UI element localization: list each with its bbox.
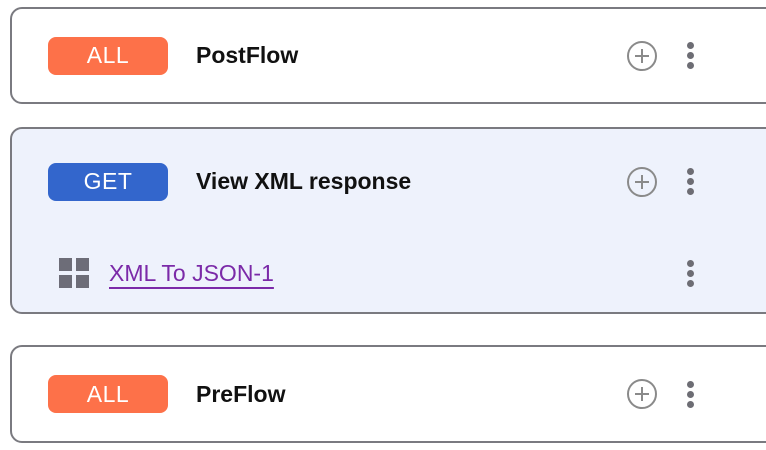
policy-link-xml-to-json[interactable]: XML To JSON-1 bbox=[109, 259, 274, 286]
kebab-dot bbox=[687, 178, 694, 185]
kebab-dot bbox=[687, 380, 694, 388]
kebab-menu-icon[interactable] bbox=[687, 380, 694, 408]
kebab-dot bbox=[687, 279, 694, 287]
policy-row[interactable]: XML To JSON-1 bbox=[12, 234, 766, 312]
plus-circle-icon[interactable] bbox=[627, 166, 657, 197]
kebab-dot bbox=[687, 168, 694, 175]
kebab-dot bbox=[687, 52, 694, 59]
kebab-menu-icon[interactable] bbox=[687, 259, 694, 287]
grid-square bbox=[59, 275, 72, 288]
flow-card-preflow[interactable]: ALL PreFlow bbox=[10, 345, 766, 443]
flow-row-actions bbox=[627, 129, 766, 234]
kebab-dot bbox=[687, 269, 694, 277]
flow-title: View XML response bbox=[196, 168, 412, 194]
method-badge-get: GET bbox=[48, 162, 168, 201]
flow-header-row[interactable]: ALL PreFlow bbox=[12, 347, 766, 441]
kebab-dot bbox=[687, 390, 694, 398]
kebab-menu-icon[interactable] bbox=[687, 42, 694, 69]
kebab-dot bbox=[687, 400, 694, 408]
kebab-dot bbox=[687, 42, 694, 49]
grid-square bbox=[76, 275, 89, 288]
flow-row-actions bbox=[627, 347, 766, 441]
plus-circle-icon[interactable] bbox=[627, 40, 657, 71]
flow-row-actions bbox=[627, 9, 766, 102]
kebab-menu-icon[interactable] bbox=[687, 168, 694, 195]
grid-square bbox=[59, 258, 72, 271]
policy-grid-icon bbox=[59, 258, 89, 288]
flow-card-view-xml-response[interactable]: GET View XML response XML To JSON-1 bbox=[10, 127, 766, 314]
kebab-dot bbox=[687, 188, 694, 195]
kebab-dot bbox=[687, 259, 694, 267]
plus-circle-icon[interactable] bbox=[627, 379, 657, 409]
flow-title: PreFlow bbox=[196, 380, 286, 407]
kebab-dot bbox=[687, 62, 694, 69]
flow-header-row[interactable]: ALL PostFlow bbox=[12, 9, 766, 102]
method-badge-all: ALL bbox=[48, 375, 168, 413]
flow-header-row[interactable]: GET View XML response bbox=[12, 129, 766, 234]
method-badge-all: ALL bbox=[48, 36, 168, 75]
flow-card-postflow[interactable]: ALL PostFlow bbox=[10, 7, 766, 104]
grid-square bbox=[76, 258, 89, 271]
flow-title: PostFlow bbox=[196, 42, 299, 68]
policy-row-actions bbox=[687, 234, 766, 312]
